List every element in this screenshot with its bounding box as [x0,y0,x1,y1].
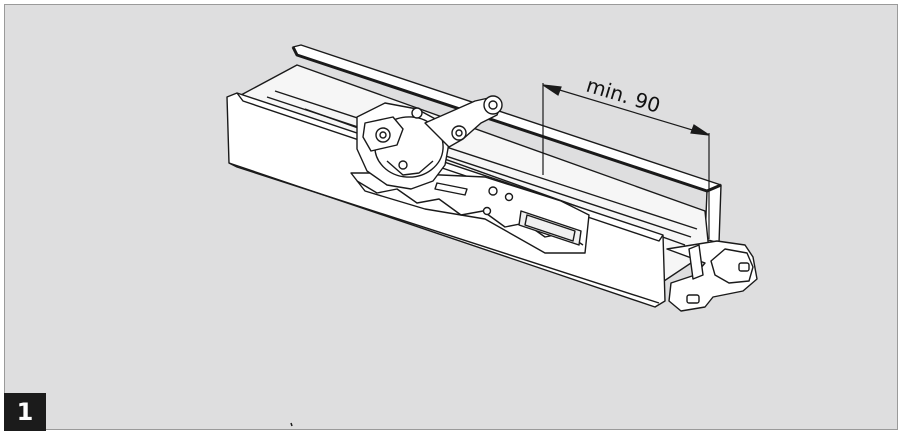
end-bracket-post [688,244,704,280]
dimension-arrow-left [542,84,562,96]
bracket-slot-2 [738,262,750,272]
pivot-pin-3 [411,107,423,119]
dimension-line [542,84,710,136]
rail-front-lip [228,162,660,304]
end-bracket-tab [710,248,754,284]
figure-number-badge: 1 [4,393,46,431]
dimension-arrow-right [690,124,710,136]
plate-rect-window-inner [524,214,576,242]
bracket-slot-1 [686,294,700,304]
plate-hole-1 [488,186,498,196]
lever-cam-notch [386,160,434,176]
rail-front-top-edge [236,92,664,242]
rail-assembly-drawing: min. 90 [226,44,758,427]
plate-hole-2 [504,192,514,202]
lever-arm-knob-inner [488,100,498,110]
pivot-pin-2-inner [455,129,463,137]
stray-mark [290,422,293,427]
plate-slot [434,182,468,196]
plate-rect-window [518,210,582,246]
dimension-annotation [542,83,710,239]
figure-panel: min. 90 [4,4,898,430]
lever-arm [424,96,502,148]
rail-rib-2 [274,90,698,230]
carriage-wavy-edge [356,180,584,246]
pivot-pin-1-inner [379,131,387,139]
plate-hole-3 [482,206,492,216]
pivot-pin-4 [398,160,408,170]
dimension-label: min. 90 [584,73,664,118]
rail-back-edge [291,46,722,193]
